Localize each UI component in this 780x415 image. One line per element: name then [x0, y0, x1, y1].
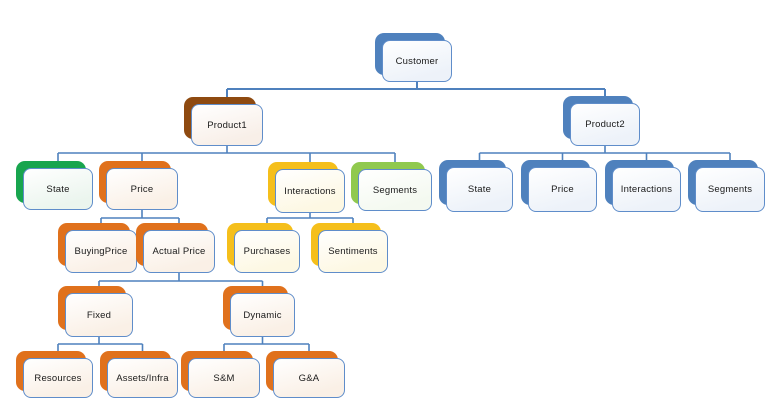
node-card: Fixed: [65, 293, 133, 337]
node-card: Sentiments: [318, 230, 388, 273]
node-segments1[interactable]: Segments: [351, 162, 432, 211]
node-buyingprice[interactable]: BuyingPrice: [58, 223, 137, 273]
node-label: Sentiments: [328, 246, 378, 257]
node-card: Resources: [23, 358, 93, 398]
node-sentiments[interactable]: Sentiments: [311, 223, 388, 273]
node-label: Segments: [372, 184, 418, 196]
node-product2[interactable]: Product2: [563, 96, 640, 146]
node-resources[interactable]: Resources: [16, 351, 93, 398]
node-label: State: [467, 184, 492, 195]
node-card: Price: [106, 168, 178, 210]
node-card: Actual Price: [143, 230, 215, 273]
node-ga[interactable]: G&A: [266, 351, 345, 398]
node-label: State: [46, 183, 70, 195]
node-card: G&A: [273, 358, 345, 398]
node-label: Resources: [34, 372, 82, 384]
node-product1[interactable]: Product1: [184, 97, 263, 146]
node-sm[interactable]: S&M: [181, 351, 260, 398]
node-label: Segments: [707, 184, 753, 195]
node-assetsinfra[interactable]: Assets/Infra: [100, 351, 178, 398]
node-card: Product2: [570, 103, 640, 146]
node-card: State: [446, 167, 513, 212]
node-card: Dynamic: [230, 293, 295, 337]
node-label: Assets/Infra: [116, 372, 169, 384]
node-label: Price: [551, 184, 574, 195]
node-label: BuyingPrice: [74, 246, 128, 257]
node-label: Dynamic: [243, 309, 282, 321]
node-label: Interactions: [284, 185, 336, 197]
node-fixed[interactable]: Fixed: [58, 286, 133, 337]
node-card: Product1: [191, 104, 263, 146]
node-dynamic[interactable]: Dynamic: [223, 286, 295, 337]
node-card: Assets/Infra: [107, 358, 178, 398]
node-label: Product1: [207, 119, 247, 131]
node-purchases[interactable]: Purchases: [227, 223, 300, 273]
node-label: Price: [130, 183, 154, 195]
node-label: Customer: [395, 55, 439, 67]
node-state2[interactable]: State: [439, 160, 513, 212]
node-state1[interactable]: State: [16, 161, 93, 210]
node-interactions2[interactable]: Interactions: [605, 160, 681, 212]
node-card: Customer: [382, 40, 452, 82]
node-label: Interactions: [620, 184, 673, 195]
node-card: Segments: [358, 169, 432, 211]
node-card: BuyingPrice: [65, 230, 137, 273]
node-interactions1[interactable]: Interactions: [268, 162, 345, 213]
node-card: Interactions: [275, 169, 345, 213]
node-label: Product2: [585, 119, 625, 130]
node-card: Interactions: [612, 167, 681, 212]
node-actualprice[interactable]: Actual Price: [136, 223, 215, 273]
node-label: S&M: [213, 372, 235, 384]
node-price2[interactable]: Price: [521, 160, 597, 212]
node-label: Purchases: [243, 246, 291, 257]
node-card: S&M: [188, 358, 260, 398]
node-segments2[interactable]: Segments: [688, 160, 765, 212]
node-label: Fixed: [86, 309, 112, 321]
node-card: Purchases: [234, 230, 300, 273]
node-label: Actual Price: [152, 246, 206, 257]
node-customer[interactable]: Customer: [375, 33, 452, 82]
node-card: State: [23, 168, 93, 210]
node-card: Segments: [695, 167, 765, 212]
node-price1[interactable]: Price: [99, 161, 178, 210]
node-card: Price: [528, 167, 597, 212]
node-label: G&A: [298, 372, 320, 384]
